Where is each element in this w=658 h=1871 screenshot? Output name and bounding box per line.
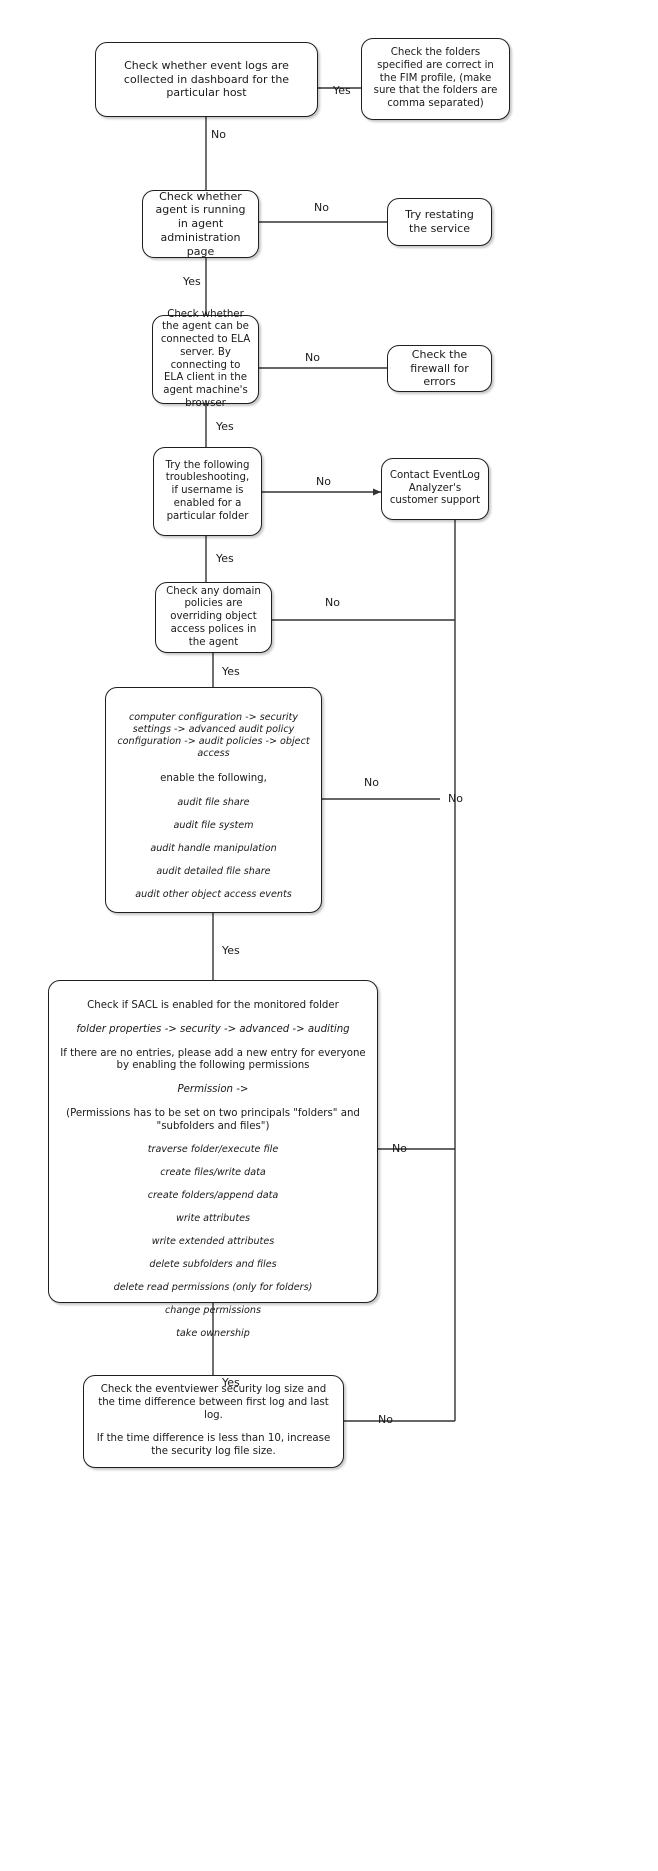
- sacl-item: delete subfolders and files: [149, 1259, 277, 1271]
- edge-label-yes: Yes: [183, 275, 201, 288]
- node-try-troubleshooting[interactable]: Try the following troubleshooting, if us…: [153, 447, 262, 536]
- node-try-troubleshooting-text: Try the following troubleshooting, if us…: [165, 459, 250, 522]
- eventviewer-line1: Check the eventviewer security log size …: [98, 1384, 329, 1421]
- edge-label-no: No: [448, 792, 463, 805]
- node-check-domain-policies[interactable]: Check any domain policies are overriding…: [155, 582, 272, 653]
- edge-label-no: No: [314, 201, 329, 214]
- audit-policy-item: audit file share: [177, 796, 250, 808]
- edge-label-no: No: [378, 1413, 393, 1426]
- node-audit-policy[interactable]: computer configuration -> security setti…: [105, 687, 322, 913]
- node-try-restating-service[interactable]: Try restating the service: [387, 198, 492, 246]
- node-check-fim-folders-text: Check the folders specified are correct …: [373, 47, 498, 110]
- node-check-agent-running-text: Check whether agent is running in agent …: [155, 189, 246, 258]
- sacl-principals-note: (Permissions has to be set on two princi…: [66, 1107, 360, 1132]
- sacl-no-entries: If there are no entries, please add a ne…: [60, 1047, 366, 1072]
- node-check-event-logs-text: Check whether event logs are collected i…: [123, 58, 290, 100]
- audit-policy-enable-heading: enable the following,: [160, 772, 267, 784]
- edge-label-no: No: [305, 351, 320, 364]
- edge-label-yes: Yes: [333, 84, 351, 97]
- edge-label-yes: Yes: [216, 420, 234, 433]
- sacl-item: traverse folder/execute file: [147, 1144, 279, 1156]
- node-check-event-logs[interactable]: Check whether event logs are collected i…: [95, 42, 318, 117]
- sacl-heading: Check if SACL is enabled for the monitor…: [87, 1000, 339, 1011]
- node-check-firewall[interactable]: Check the firewall for errors: [387, 345, 492, 392]
- sacl-item: write attributes: [175, 1213, 250, 1225]
- node-contact-support[interactable]: Contact EventLog Analyzer's customer sup…: [381, 458, 489, 520]
- node-check-agent-ela[interactable]: Check whether the agent can be connected…: [152, 309, 259, 409]
- node-sacl[interactable]: Check if SACL is enabled for the monitor…: [48, 980, 378, 1339]
- edge-label-no: No: [392, 1142, 407, 1155]
- node-check-agent-running[interactable]: Check whether agent is running in agent …: [142, 190, 259, 258]
- audit-policy-item: audit handle manipulation: [150, 842, 277, 854]
- node-try-restating-service-text: Try restating the service: [405, 208, 474, 235]
- sacl-item: delete read permissions (only for folder…: [113, 1282, 313, 1294]
- eventviewer-line2: If the time difference is less than 10, …: [96, 1433, 331, 1458]
- sacl-item: create folders/append data: [147, 1190, 279, 1202]
- sacl-item: take ownership: [176, 1328, 250, 1340]
- audit-policy-item: audit other object access events: [135, 888, 292, 900]
- edge-label-no: No: [325, 596, 340, 609]
- node-check-domain-policies-text: Check any domain policies are overriding…: [166, 585, 261, 648]
- edge-label-no: No: [316, 475, 331, 488]
- sacl-item: create files/write data: [160, 1167, 266, 1179]
- sacl-path: folder properties -> security -> advance…: [76, 1023, 350, 1035]
- node-eventviewer-log-size[interactable]: Check the eventviewer security log size …: [83, 1375, 344, 1468]
- audit-policy-item: audit detailed file share: [156, 865, 271, 877]
- node-check-firewall-text: Check the firewall for errors: [410, 347, 469, 389]
- edge-label-yes: Yes: [222, 665, 240, 678]
- edge-label-yes: Yes: [222, 1376, 240, 1389]
- sacl-item: write extended attributes: [151, 1236, 275, 1248]
- node-check-agent-ela-text: Check whether the agent can be connected…: [160, 308, 251, 409]
- audit-policy-path: computer configuration -> security setti…: [117, 712, 310, 759]
- edge-label-no: No: [211, 128, 226, 141]
- edge-label-no: No: [364, 776, 379, 789]
- edge-label-yes: Yes: [222, 944, 240, 957]
- audit-policy-item: audit file system: [173, 819, 254, 831]
- node-contact-support-text: Contact EventLog Analyzer's customer sup…: [389, 469, 481, 507]
- node-check-fim-folders[interactable]: Check the folders specified are correct …: [361, 38, 510, 120]
- sacl-item: change permissions: [165, 1305, 261, 1317]
- sacl-permission-label: Permission ->: [177, 1084, 249, 1095]
- edge-label-yes: Yes: [216, 552, 234, 565]
